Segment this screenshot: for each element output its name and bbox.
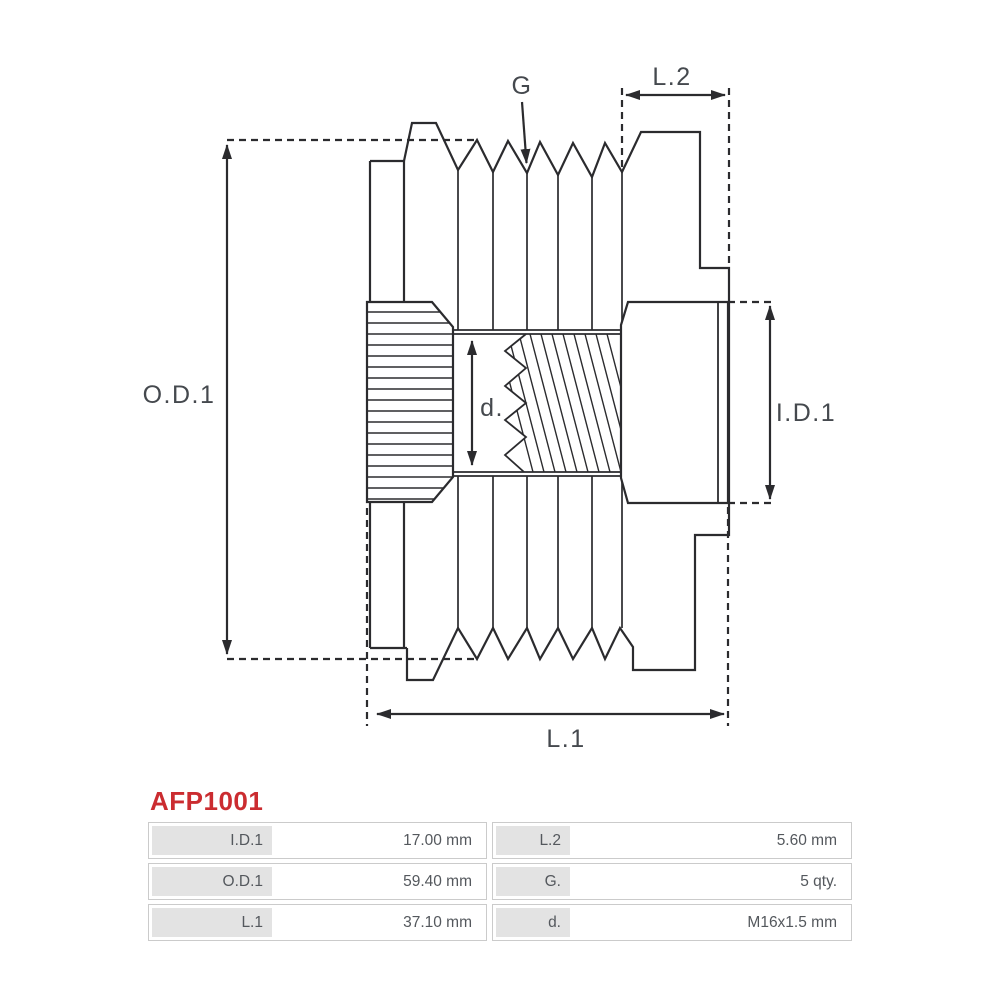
groove-projection-lines xyxy=(457,170,623,628)
spec-label: O.D.1 xyxy=(152,867,272,896)
dim-label-id1: I.D.1 xyxy=(776,399,836,427)
spec-label: d. xyxy=(496,908,570,937)
spec-label: L.1 xyxy=(152,908,272,937)
dim-label-od1: O.D.1 xyxy=(143,381,216,409)
hub-outline xyxy=(365,300,455,504)
dim-label-g: G xyxy=(512,72,533,100)
spec-row-l1: L.1 37.10 mm xyxy=(148,904,487,941)
spec-value: 59.40 mm xyxy=(403,872,472,890)
thread-zigzag xyxy=(503,333,528,473)
part-number-title: AFP1001 xyxy=(150,786,264,816)
spec-label: L.2 xyxy=(496,826,570,855)
spec-row-id1: I.D.1 17.00 mm xyxy=(148,822,487,859)
spec-value: 5.60 mm xyxy=(776,831,837,849)
spec-row-g: G. 5 qty. xyxy=(492,863,852,900)
spec-row-l2: L.2 5.60 mm xyxy=(492,822,852,859)
bore-lines xyxy=(453,329,621,477)
spec-label: I.D.1 xyxy=(152,826,272,855)
spec-table-left: I.D.1 17.00 mm O.D.1 59.40 mm L.1 37.10 … xyxy=(148,822,487,941)
spec-value: 5 qty. xyxy=(800,872,837,890)
bearing-block xyxy=(619,300,730,505)
spec-value: 17.00 mm xyxy=(403,831,472,849)
hub-hatch-lines xyxy=(367,311,453,500)
dim-label-d: d. xyxy=(480,394,504,422)
spec-row-od1: O.D.1 59.40 mm xyxy=(148,863,487,900)
technical-drawing: G L.2 O.D.1 I.D.1 d. L.1 xyxy=(143,63,836,753)
spec-row-d: d. M16x1.5 mm xyxy=(492,904,852,941)
dim-label-l2: L.2 xyxy=(652,63,691,91)
extension-lines xyxy=(227,88,776,726)
spec-label: G. xyxy=(496,867,570,896)
groove-leader-line xyxy=(520,101,531,164)
dim-label-l1: L.1 xyxy=(546,725,585,753)
spec-value: M16x1.5 mm xyxy=(747,913,837,931)
spec-tables: I.D.1 17.00 mm O.D.1 59.40 mm L.1 37.10 … xyxy=(148,822,852,941)
spec-value: 37.10 mm xyxy=(403,913,472,931)
spec-table-right: L.2 5.60 mm G. 5 qty. d. M16x1.5 mm xyxy=(492,822,852,941)
